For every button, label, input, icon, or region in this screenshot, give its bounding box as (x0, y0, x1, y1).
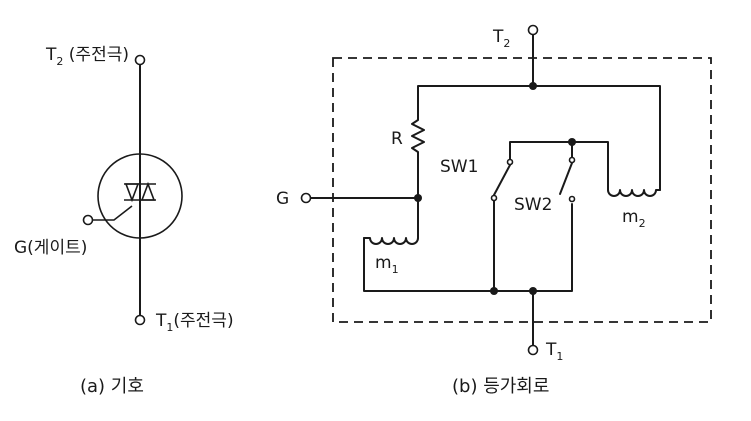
symbol-caption: (a) 기호 (80, 376, 144, 397)
circuit-t1-label: T1 (545, 340, 563, 363)
sw1-label: SW1 (440, 157, 478, 177)
junction-switch-top (568, 138, 576, 146)
symbol-t1-terminal (134, 314, 146, 326)
sw1-lower-contact (490, 194, 498, 202)
m1-label: m1 (375, 253, 399, 276)
symbol-t1-label: T1(주전극) (155, 311, 234, 334)
sw2-label: SW2 (514, 195, 552, 215)
symbol-gate-lead (92, 205, 133, 221)
circuit-gate-label: G (276, 189, 289, 209)
triac-symbol: T2 (주전극) G(게이트) T1(주전극) (a) 기호 (14, 45, 234, 397)
symbol-t2-label: T2 (주전극) (45, 45, 129, 68)
circuit-gate-terminal (300, 192, 312, 204)
equivalent-circuit: T2 G R SW1 SW2 m1 m2 T1 (b) 등가회로 (276, 24, 712, 397)
m2-label: m2 (622, 207, 646, 230)
circuit-caption: (b) 등가회로 (452, 376, 549, 397)
resistor-label: R (391, 129, 403, 149)
top-wire (417, 85, 661, 191)
sw1-upper-contact (506, 158, 514, 166)
switch-top-wire (509, 141, 609, 191)
junction-gate (414, 194, 422, 202)
coil-m1 (363, 237, 419, 245)
junction-t2 (529, 82, 537, 90)
circuit-enclosure (332, 57, 712, 323)
circuit-t2-label: T2 (492, 27, 510, 50)
sw2-blade (559, 162, 573, 195)
resistor-r (411, 111, 425, 161)
circuit-t1-terminal (527, 344, 539, 356)
circuit-t2-terminal (527, 24, 539, 36)
sw1-blade (493, 164, 511, 196)
sw2-upper-contact (568, 156, 576, 164)
junction-sw1-bottom (490, 287, 498, 295)
symbol-gate-label: G(게이트) (14, 238, 87, 258)
coil-m2 (607, 189, 661, 197)
symbol-body-circle (97, 153, 183, 239)
symbol-diode-down (124, 183, 140, 203)
symbol-gate-terminal (82, 214, 94, 226)
junction-t1 (529, 287, 537, 295)
symbol-diode-up (140, 181, 156, 201)
symbol-t2-terminal (134, 54, 146, 66)
sw2-lower-contact (568, 195, 576, 203)
bottom-wire (363, 203, 573, 292)
